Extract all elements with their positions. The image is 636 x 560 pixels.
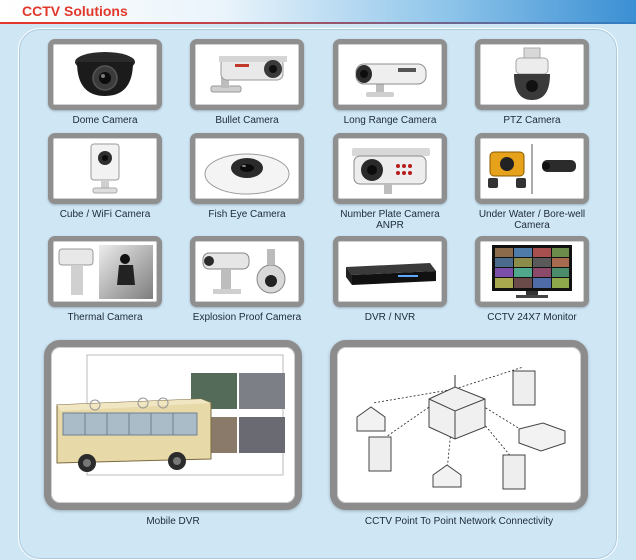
product-label: CCTV 24X7 Monitor bbox=[487, 312, 577, 323]
page-title: CCTV Solutions bbox=[22, 3, 128, 19]
product-label: Dome Camera bbox=[72, 115, 138, 126]
product-tile-fish-eye[interactable] bbox=[190, 133, 304, 204]
product-tile-anpr[interactable] bbox=[333, 133, 447, 204]
header-bar bbox=[0, 0, 636, 24]
ptz-camera-icon bbox=[514, 47, 550, 100]
solution-label: Mobile DVR bbox=[146, 516, 200, 527]
product-tile-ptz[interactable] bbox=[475, 39, 589, 110]
product-label: Long Range Camera bbox=[343, 115, 437, 126]
header-divider bbox=[0, 22, 636, 24]
product-label: PTZ Camera bbox=[503, 115, 561, 126]
long-range-camera-icon bbox=[355, 63, 427, 97]
product-tile-dome[interactable] bbox=[48, 39, 162, 110]
thermal-camera-icon bbox=[58, 245, 153, 299]
product-tile-thermal[interactable] bbox=[48, 236, 162, 307]
bus-dvr-icon bbox=[56, 354, 285, 476]
product-tile-dvr[interactable] bbox=[333, 236, 447, 307]
explosion-proof-camera-icon bbox=[202, 249, 286, 294]
fish-eye-camera-icon bbox=[204, 153, 290, 195]
product-tile-monitor[interactable] bbox=[475, 236, 589, 307]
bullet-camera-icon bbox=[210, 56, 287, 93]
product-tile-underwater[interactable] bbox=[475, 133, 589, 204]
cube-camera-icon bbox=[90, 143, 120, 194]
monitor-icon bbox=[492, 245, 572, 298]
product-tile-explosion-proof[interactable] bbox=[190, 236, 304, 307]
solution-tile-network[interactable] bbox=[330, 340, 588, 510]
product-label: Number Plate Camera ANPR bbox=[340, 209, 440, 231]
product-label: Under Water / Bore-well Camera bbox=[478, 209, 586, 231]
network-diagram-icon bbox=[356, 366, 566, 490]
product-label: DVR / NVR bbox=[364, 312, 416, 323]
dvr-icon bbox=[346, 263, 436, 285]
product-tile-long-range[interactable] bbox=[333, 39, 447, 110]
product-tile-cube[interactable] bbox=[48, 133, 162, 204]
product-label: Explosion Proof Camera bbox=[192, 312, 302, 323]
product-label: Thermal Camera bbox=[67, 312, 143, 323]
underwater-camera-icon bbox=[488, 144, 576, 194]
product-label: Cube / WiFi Camera bbox=[59, 209, 151, 220]
solution-tile-mobile-dvr[interactable] bbox=[44, 340, 302, 510]
solution-label: CCTV Point To Point Network Connectivity bbox=[364, 516, 554, 527]
dome-camera-icon bbox=[75, 52, 135, 96]
product-label: Bullet Camera bbox=[215, 115, 279, 126]
product-tile-bullet[interactable] bbox=[190, 39, 304, 110]
anpr-camera-icon bbox=[352, 148, 430, 194]
product-label: Fish Eye Camera bbox=[208, 209, 286, 220]
